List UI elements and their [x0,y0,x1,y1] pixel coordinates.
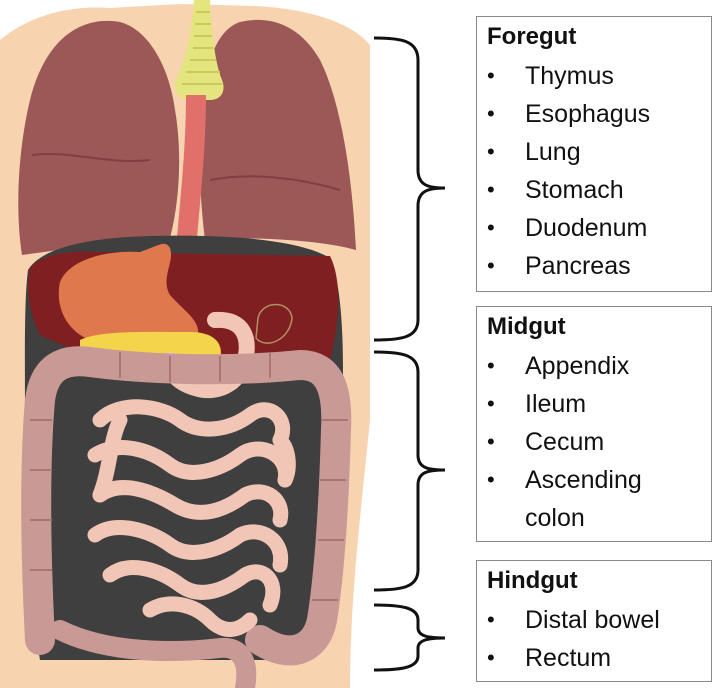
colon-ridges [30,352,348,601]
foregut-item-thymus: Thymus [525,62,614,90]
list-item: •Distal bowel [477,601,660,639]
bracket-foregut [373,36,446,342]
trachea-rings [182,11,222,85]
stomach [58,243,199,348]
foregut-title: Foregut [487,23,577,50]
midgut-list: •Appendix •Ileum •Cecum •Ascending colon [477,347,705,537]
right-lung [199,19,356,251]
rectum [50,620,257,688]
hindgut-title: Hindgut [487,567,578,594]
list-item: •Stomach [477,171,650,209]
trachea [174,0,224,100]
list-item: •Thymus [477,57,650,95]
hindgut-item-distal-bowel: Distal bowel [525,606,660,634]
bracket-hindgut [373,603,446,672]
list-item: •Ileum [477,385,705,423]
foregut-item-lung: Lung [525,138,581,166]
midgut-item-appendix: Appendix [525,352,630,380]
midgut-item-ileum: Ileum [525,390,587,418]
foregut-box: Foregut •Thymus •Esophagus •Lung •Stomac… [476,16,712,292]
foregut-item-pancreas: Pancreas [525,252,631,280]
list-item: •Duodenum [477,209,650,247]
midgut-box: Midgut •Appendix •Ileum •Cecum •Ascendin… [476,306,712,542]
bracket-midgut [373,350,446,592]
esophagus [176,95,206,250]
hindgut-box: Hindgut •Distal bowel •Rectum [476,560,712,682]
list-item: •Lung [477,133,650,171]
foregut-list: •Thymus •Esophagus •Lung •Stomach •Duode… [477,57,650,285]
gallbladder [255,303,293,344]
lung-fissure-left [31,152,151,163]
small-intestine [87,399,296,637]
list-item: •Pancreas [477,247,650,285]
list-item: •Rectum [477,639,660,677]
left-lung [18,20,180,256]
foregut-item-esophagus: Esophagus [525,100,651,128]
foregut-item-stomach: Stomach [525,176,624,204]
midgut-item-cecum: Cecum [525,428,605,456]
hindgut-item-rectum: Rectum [525,644,612,672]
list-item: •Ascending colon [477,461,705,537]
list-item: •Esophagus [477,95,650,133]
hindgut-list: •Distal bowel •Rectum [477,601,660,677]
midgut-title: Midgut [487,313,566,340]
foregut-item-duodenum: Duodenum [525,214,648,242]
large-intestine [21,346,352,666]
midgut-item-ascending-colon: Ascending colon [525,466,642,532]
list-item: •Cecum [477,423,705,461]
lung-fissure-right [209,175,341,191]
list-item: •Appendix [477,347,705,385]
